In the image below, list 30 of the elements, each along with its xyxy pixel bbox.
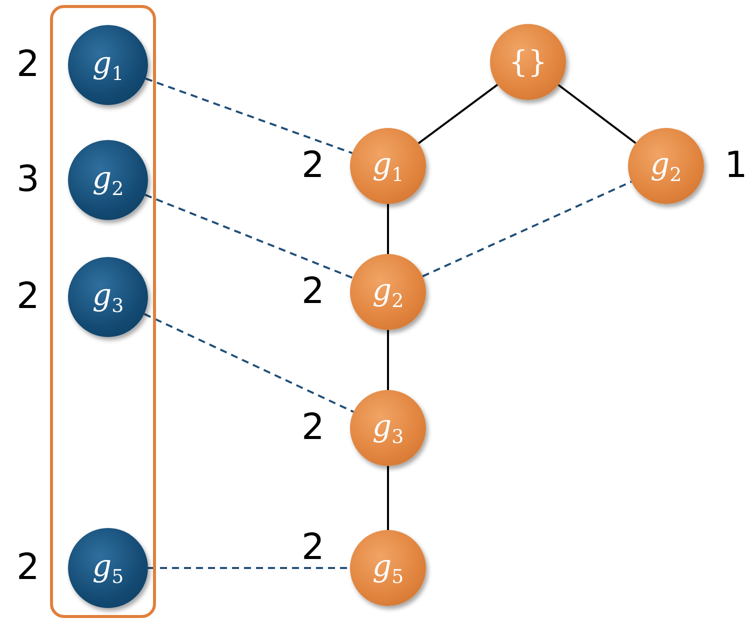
count-label: 2: [16, 47, 40, 83]
tree-edge: [558, 84, 636, 144]
count-label: 1: [724, 148, 746, 184]
node-label: {}: [508, 44, 548, 80]
node-label: g$_{2}$: [92, 160, 124, 200]
dashed-link: [422, 180, 632, 278]
node-label: g$_{3}$: [92, 278, 124, 316]
dashed-link: [144, 313, 354, 413]
count-label: 2: [302, 530, 324, 566]
tree-edge: [387, 204, 389, 254]
dashed-link: [144, 194, 354, 279]
item-node-circle: [490, 24, 566, 100]
count-label: 2: [16, 279, 40, 315]
dashed-link: [148, 567, 350, 569]
count-label: 2: [302, 274, 324, 310]
node-label: g$_{2}$: [650, 146, 682, 186]
node-label: g$_{5}$: [372, 548, 404, 588]
node-label: g$_{1}$: [372, 146, 404, 186]
node-label: g$_{5}$: [92, 548, 124, 588]
tree-edge: [418, 84, 498, 144]
count-label: 2: [16, 550, 40, 586]
count-label: 2: [302, 148, 324, 184]
node-label: g$_{3}$: [372, 408, 404, 448]
dashed-link: [145, 78, 353, 154]
count-label: 3: [16, 162, 40, 198]
count-label: 2: [302, 410, 324, 446]
tree-edge: [387, 330, 389, 390]
node-label: g$_{1}$: [92, 46, 124, 84]
node-label: g$_{2}$: [372, 272, 404, 312]
tree-edge: [387, 466, 389, 530]
